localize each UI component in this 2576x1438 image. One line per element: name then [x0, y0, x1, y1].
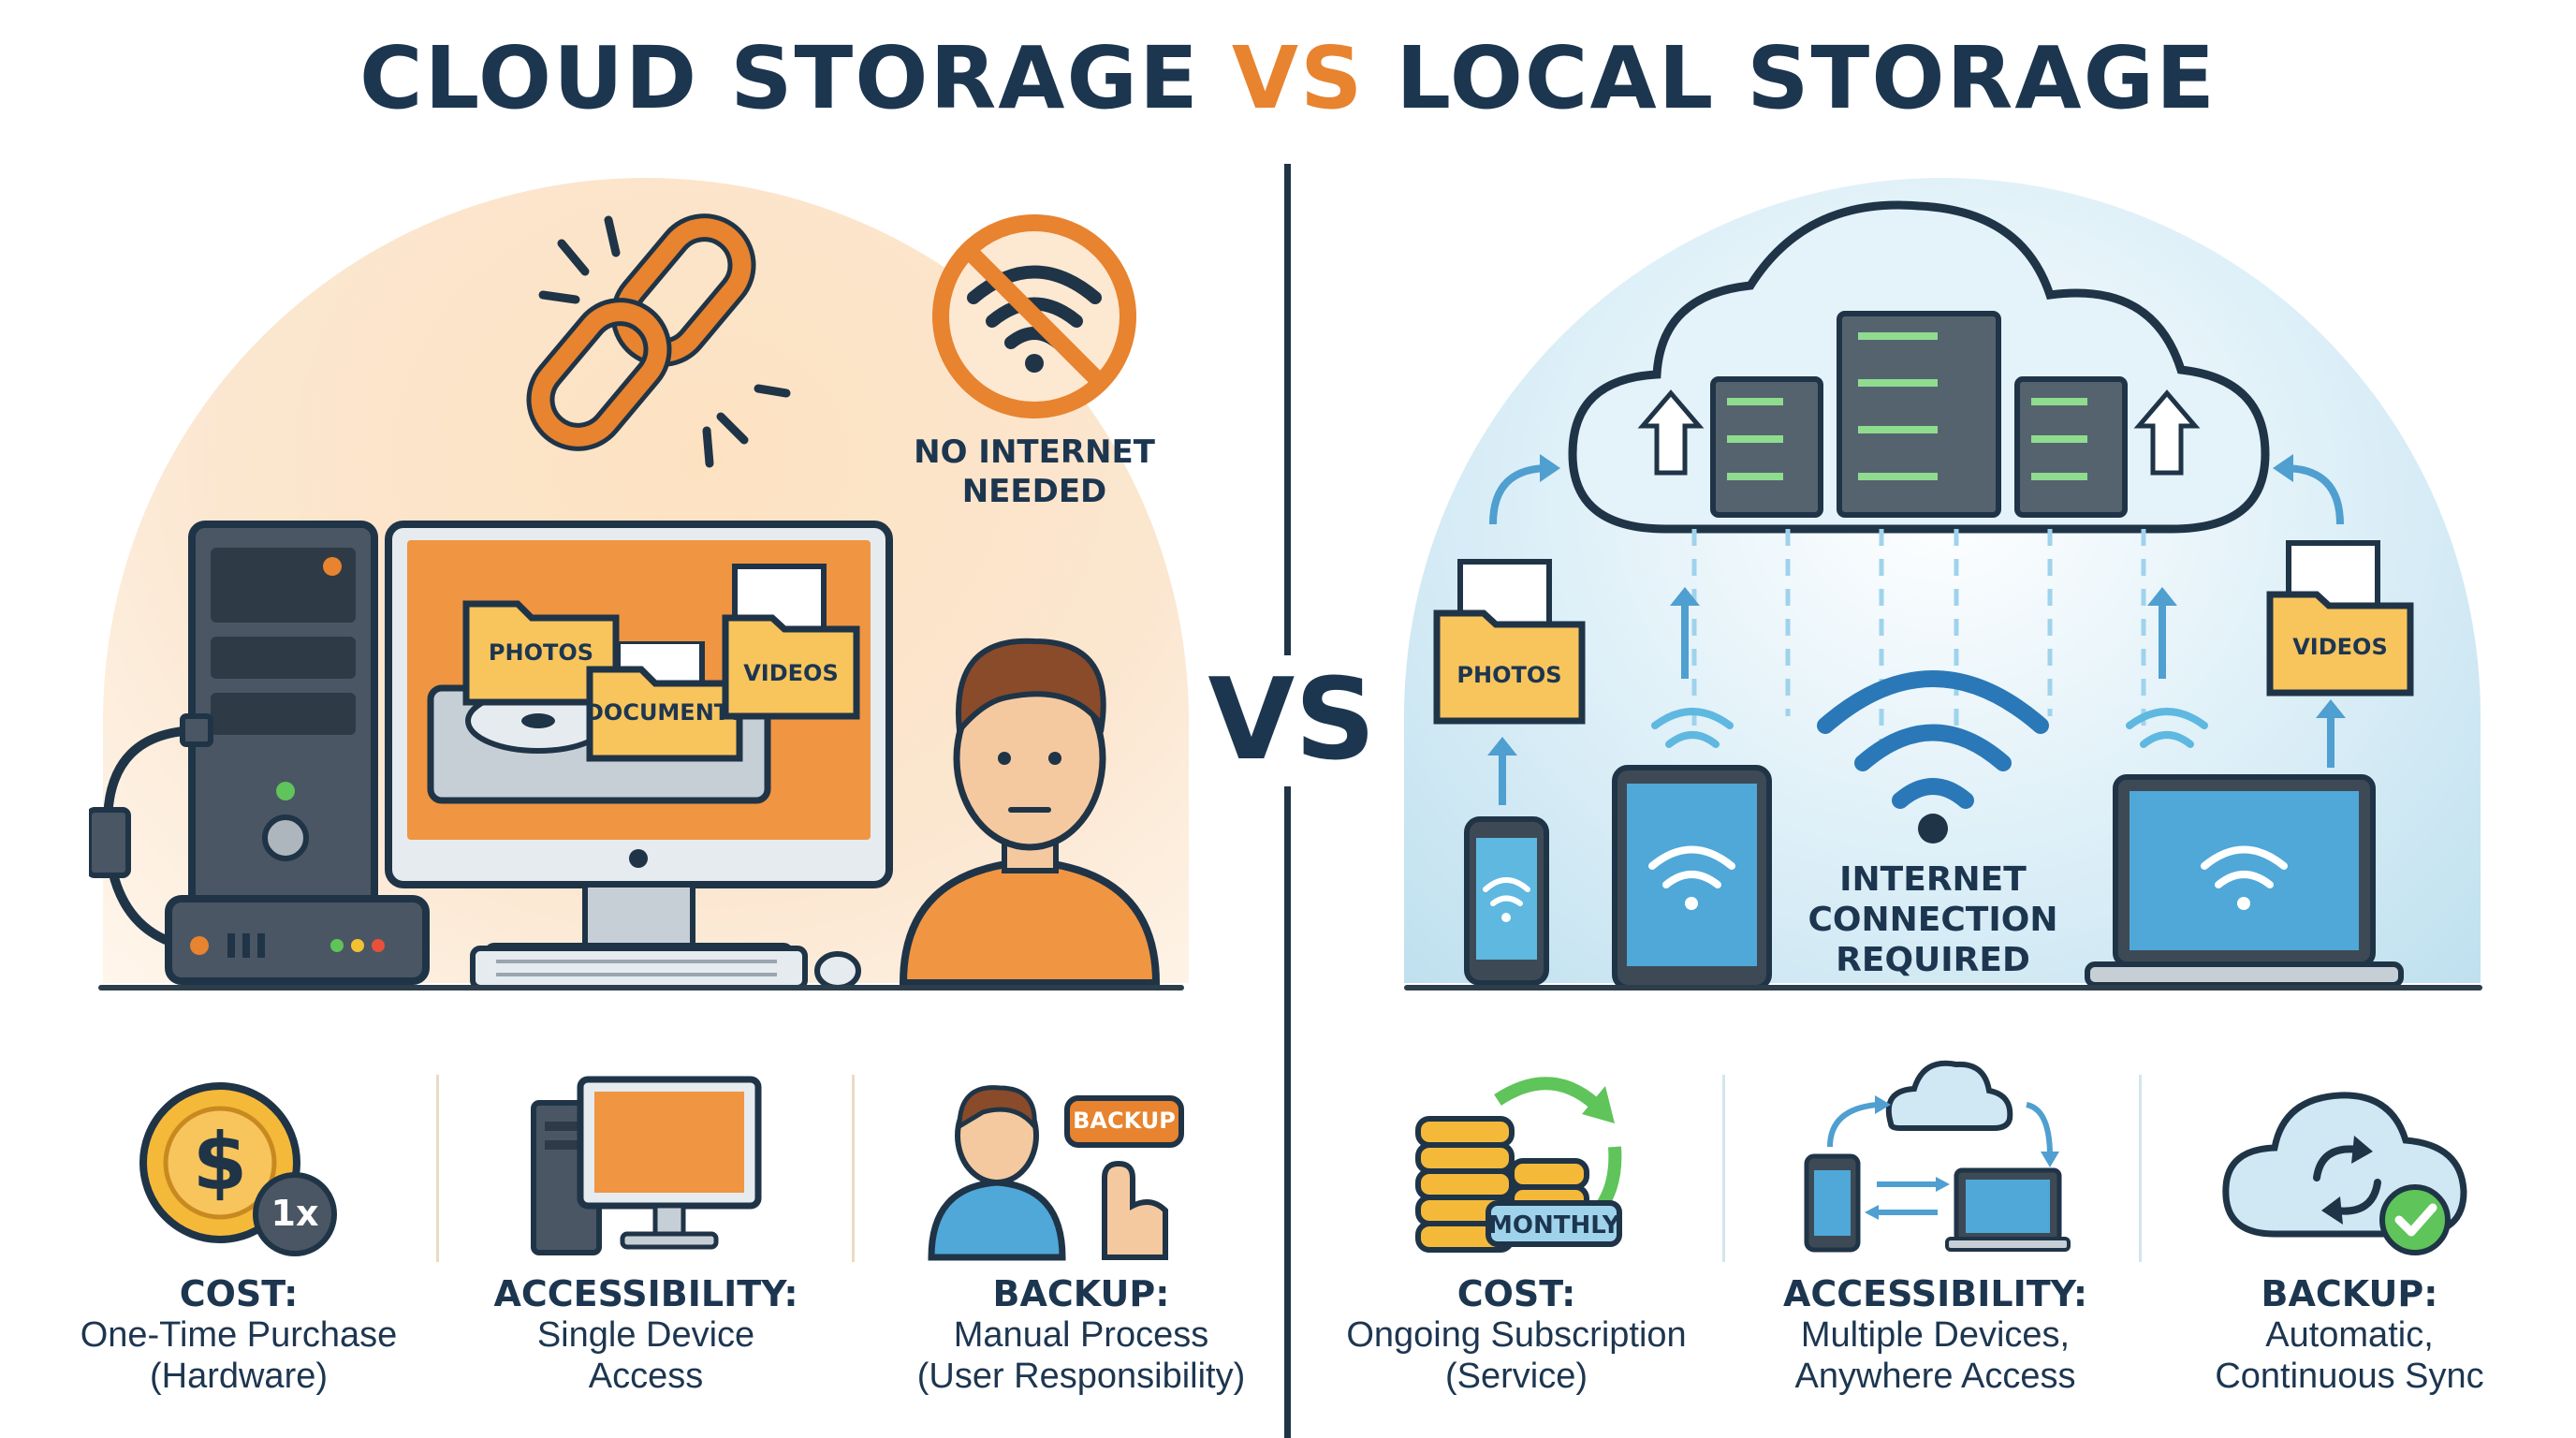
wifi-signal-icon — [1817, 670, 2049, 844]
feature-desc-line2: Access — [588, 1357, 704, 1396]
title-cloud: CLOUD STORAGE — [359, 28, 1232, 128]
folder-icon — [1433, 559, 1586, 725]
folder-icon — [586, 638, 743, 762]
pc-tower — [188, 521, 378, 977]
up-arrow-icon — [1670, 587, 1700, 679]
feature-heading: BACKUP: — [2261, 1273, 2438, 1314]
cloud-folder-videos: VIDEOS — [2265, 538, 2415, 697]
page-title: CLOUD STORAGE VS LOCAL STORAGE — [0, 28, 2576, 128]
folder-documents: DOCUMENTS — [585, 638, 745, 763]
data-stream-lines — [1691, 529, 2146, 744]
curved-arrow-icon — [1489, 454, 1560, 525]
wifi-icon — [1651, 708, 1734, 748]
cloud-folder-photos: PHOTOS — [1432, 557, 1587, 726]
backup-button-label: BACKUP — [1073, 1108, 1176, 1134]
feature-heading: COST: — [1456, 1273, 1576, 1314]
laptop — [2085, 774, 2404, 988]
right-ground-line — [1404, 985, 2482, 990]
feature-accessibility-cloud: ACCESSIBILITY: Multiple Devices, Anywher… — [1736, 1273, 2134, 1397]
external-hard-drive — [165, 895, 430, 985]
feature-cost-local: COST: One-Time Purchase (Hardware) — [51, 1273, 426, 1397]
feature-separator — [436, 1075, 439, 1262]
feature-separator — [2139, 1075, 2142, 1262]
feature-desc-line1: Automatic, — [2265, 1315, 2434, 1355]
feature-desc-line2: Anywhere Access — [1794, 1357, 2076, 1396]
folder-icon — [722, 564, 860, 720]
svg-text:$: $ — [193, 1116, 247, 1208]
cloud-sync-icon — [2222, 1092, 2467, 1255]
wifi-icon — [2126, 708, 2208, 748]
one-time-badge: 1x — [271, 1193, 319, 1234]
manual-backup-icon — [928, 1085, 1184, 1261]
feature-desc-line2: Continuous Sync — [2215, 1357, 2484, 1396]
curved-arrow-icon — [2273, 454, 2344, 525]
center-divider — [1284, 164, 1291, 1438]
desktop-computer-icon — [531, 1076, 762, 1255]
up-arrow-icon — [2316, 699, 2346, 768]
center-vs-label: VS — [1208, 655, 1376, 786]
usb-cable — [89, 713, 213, 950]
coin-stack-icon — [1415, 1077, 1622, 1253]
feature-desc-line1: One-Time Purchase — [80, 1315, 398, 1355]
up-arrow-icon — [1487, 737, 1517, 805]
feature-backup-local: BACKUP: Manual Process (User Responsibil… — [875, 1273, 1287, 1397]
folder-videos: VIDEOS — [721, 562, 861, 721]
feature-desc-line2: (Service) — [1444, 1357, 1588, 1396]
no-internet-label: NO INTERNET NEEDED — [914, 433, 1155, 510]
title-vs: VS — [1231, 28, 1365, 128]
feature-heading: BACKUP: — [992, 1273, 1170, 1314]
folder-icon — [462, 600, 620, 706]
no-wifi-icon — [932, 214, 1136, 418]
cloud-server-icon — [1568, 200, 2270, 534]
keyboard-and-mouse — [470, 946, 861, 990]
feature-desc-line1: Manual Process — [953, 1315, 1209, 1355]
folder-photos: PHOTOS — [461, 585, 621, 707]
left-ground-line — [98, 985, 1184, 990]
up-arrow-icon — [2147, 587, 2177, 679]
feature-desc-line1: Ongoing Subscription — [1346, 1315, 1687, 1355]
feature-cost-cloud: COST: Ongoing Subscription (Service) — [1315, 1273, 1718, 1397]
feature-desc-line2: (Hardware) — [149, 1357, 329, 1396]
internet-required-label: INTERNET CONNECTION REQUIRED — [1808, 860, 2058, 979]
smartphone — [1464, 816, 1549, 986]
feature-accessibility-local: ACCESSIBILITY: Single Device Access — [459, 1273, 833, 1397]
multi-device-sync-icon — [1804, 1060, 2071, 1253]
user-avatar — [899, 638, 1161, 987]
feature-desc-line1: Multiple Devices, — [1800, 1315, 2071, 1355]
title-local: LOCAL STORAGE — [1364, 28, 2217, 128]
feature-heading: ACCESSIBILITY: — [493, 1273, 798, 1314]
feature-separator — [852, 1075, 855, 1262]
monthly-badge: MONTHLY — [1488, 1211, 1620, 1240]
feature-separator — [1722, 1075, 1725, 1262]
feature-heading: ACCESSIBILITY: — [1782, 1273, 2088, 1314]
feature-backup-cloud: BACKUP: Automatic, Continuous Sync — [2153, 1273, 2546, 1397]
feature-desc-line2: (User Responsibility) — [916, 1357, 1246, 1396]
broken-chain-icon — [526, 213, 791, 468]
tablet — [1612, 765, 1772, 990]
folder-icon — [2266, 540, 2414, 697]
dollar-coin-icon: $ — [139, 1082, 337, 1256]
feature-heading: COST: — [179, 1273, 299, 1314]
feature-desc-line1: Single Device — [536, 1315, 755, 1355]
